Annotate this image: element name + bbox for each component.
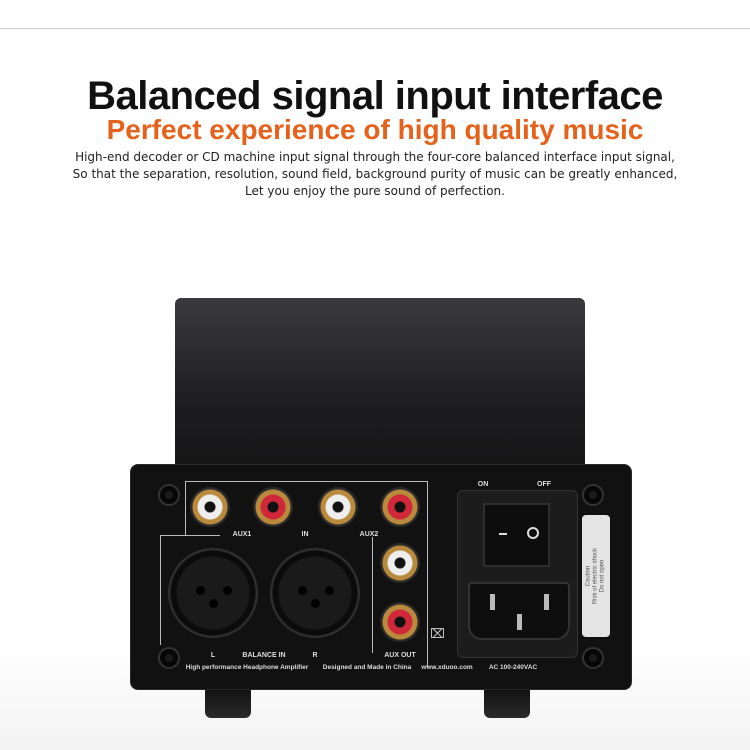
caution-line: Risk of electric shock — [592, 547, 599, 605]
page-title: Balanced signal input interface — [87, 74, 663, 118]
xlr-pin — [311, 599, 320, 608]
panel-outline — [185, 481, 428, 482]
panel-outline — [427, 481, 428, 667]
amplifier-foot — [205, 688, 251, 718]
caution-title: Caution — [585, 565, 592, 587]
xlr-pin — [196, 586, 205, 595]
xlr-jack-left[interactable] — [168, 548, 258, 638]
label-product: High performance Headphone Amplifier — [185, 664, 309, 671]
amplifier-foot — [484, 688, 530, 718]
screw-icon — [158, 647, 180, 669]
label-power-rating: AC 100-240VAC — [488, 664, 538, 671]
xlr-jack-right[interactable] — [270, 548, 360, 638]
label-aux-out: AUX OUT — [384, 652, 416, 659]
label-r: R — [312, 652, 318, 659]
panel-outline — [160, 535, 161, 645]
xlr-pin — [298, 586, 307, 595]
switch-on-mark — [499, 533, 507, 535]
label-on: ON — [477, 481, 489, 488]
divider — [0, 28, 750, 29]
description-line: High-end decoder or CD machine input sig… — [75, 150, 675, 164]
panel-outline — [185, 481, 186, 536]
label-website: www.xduoo.com — [421, 664, 473, 671]
panel-outline — [372, 537, 373, 653]
description-line: So that the separation, resolution, soun… — [72, 167, 678, 181]
label-l: L — [210, 652, 216, 659]
description: High-end decoder or CD machine input sig… — [0, 149, 750, 200]
page-subtitle: Perfect experience of high quality music — [106, 114, 644, 145]
description-line: Let you enjoy the pure sound of perfecti… — [245, 184, 505, 198]
weee-bin-icon: ⌧ — [430, 626, 445, 641]
label-balance-in: BALANCE IN — [242, 652, 286, 659]
iec-power-socket[interactable] — [468, 582, 570, 640]
screw-icon — [582, 484, 604, 506]
label-off: OFF — [537, 481, 551, 488]
label-in: IN — [301, 531, 309, 538]
rca-jack-aux2-left[interactable] — [318, 487, 358, 527]
socket-pin — [517, 614, 522, 630]
panel-outline — [160, 535, 220, 536]
rca-jack-aux1-right[interactable] — [253, 487, 293, 527]
rca-jack-aux-out-right[interactable] — [380, 602, 420, 642]
xlr-pin — [223, 586, 232, 595]
label-aux1: AUX1 — [232, 531, 252, 538]
label-aux2: AUX2 — [359, 531, 379, 538]
socket-pin — [544, 594, 549, 610]
amplifier-top-housing — [175, 298, 585, 478]
screw-icon — [158, 484, 180, 506]
caution-label: Caution Risk of electric shock Do not op… — [582, 515, 610, 637]
xlr-pin — [325, 586, 334, 595]
xlr-pin — [209, 599, 218, 608]
screw-icon — [582, 647, 604, 669]
rca-jack-aux1-left[interactable] — [190, 487, 230, 527]
switch-off-mark — [527, 527, 539, 539]
power-switch[interactable] — [483, 503, 550, 567]
label-made: Designed and Made in China — [322, 664, 412, 671]
caution-line: Do not open — [599, 559, 606, 593]
rca-jack-aux-out-left[interactable] — [380, 543, 420, 583]
socket-pin — [490, 594, 495, 610]
rca-jack-aux2-right[interactable] — [380, 487, 420, 527]
